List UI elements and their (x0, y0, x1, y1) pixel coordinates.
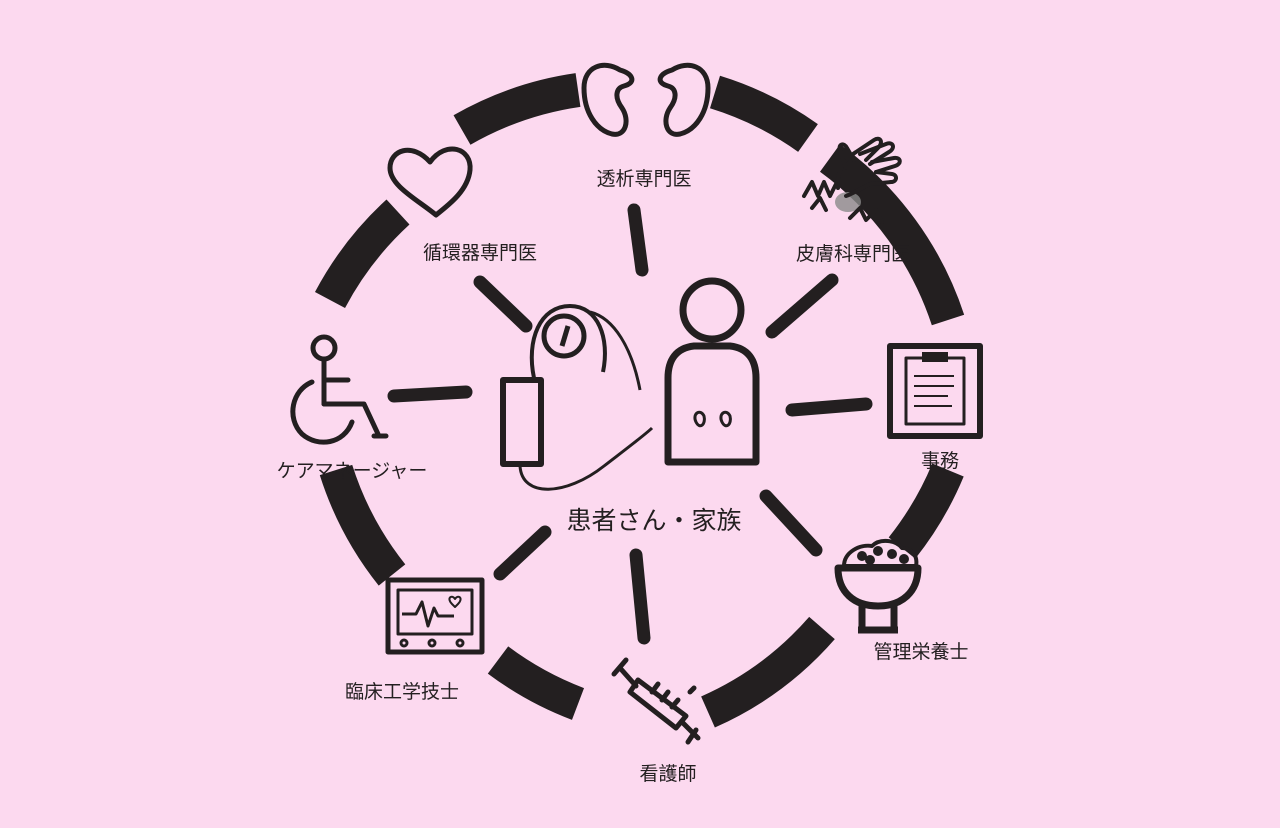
spoke-nurse (629, 548, 651, 645)
connection-spokes (387, 203, 873, 645)
spoke-cardiology (473, 275, 533, 333)
team-ring (314, 73, 965, 728)
heart-icon (387, 146, 473, 218)
spoke-dermatology (765, 273, 839, 339)
itch-zigzag-left (802, 180, 838, 198)
spoke-dietitian (759, 489, 823, 557)
spoke-dialysis (627, 203, 649, 277)
ring-segment (700, 616, 835, 728)
itch-zigzag-bottom (810, 196, 828, 212)
spoke-engineer (493, 525, 552, 581)
ring-segment (314, 199, 410, 309)
clipboard-icon (887, 343, 983, 439)
ring-segment (453, 73, 581, 145)
person-icon (664, 277, 760, 466)
monitor-icon (385, 577, 485, 655)
kidney-icon (581, 63, 711, 137)
role-label-engineer: 臨床工学技士 (344, 681, 460, 703)
center-label-patient-family: 患者さん・家族 (566, 506, 742, 535)
ring-segment (888, 463, 964, 559)
ring-segment (819, 144, 965, 326)
ring-segment (319, 464, 406, 586)
itchy-hand-icon (802, 136, 902, 224)
role-label-office: 事務 (920, 450, 960, 472)
role-label-care-manager: ケアマネージャー (276, 460, 428, 482)
role-label-dialysis: 透析専門医 (596, 168, 692, 190)
spoke-care-manager (387, 385, 473, 403)
role-label-dermatology: 皮膚科専門医 (795, 243, 911, 265)
itch-zigzag-right (848, 206, 884, 224)
role-label-dietitian: 管理栄養士 (873, 641, 969, 663)
rice-bowl-icon (834, 539, 922, 634)
spoke-office (785, 397, 873, 417)
dialysis-machine-icon (500, 304, 654, 491)
syringe-icon (611, 657, 701, 745)
ring-segment (487, 646, 585, 720)
ring-segment (709, 75, 818, 153)
role-label-nurse: 看護師 (639, 763, 697, 785)
wheelchair-icon (290, 334, 389, 445)
skin-smudge (835, 192, 861, 212)
role-label-cardiology: 循環器専門医 (422, 242, 538, 264)
